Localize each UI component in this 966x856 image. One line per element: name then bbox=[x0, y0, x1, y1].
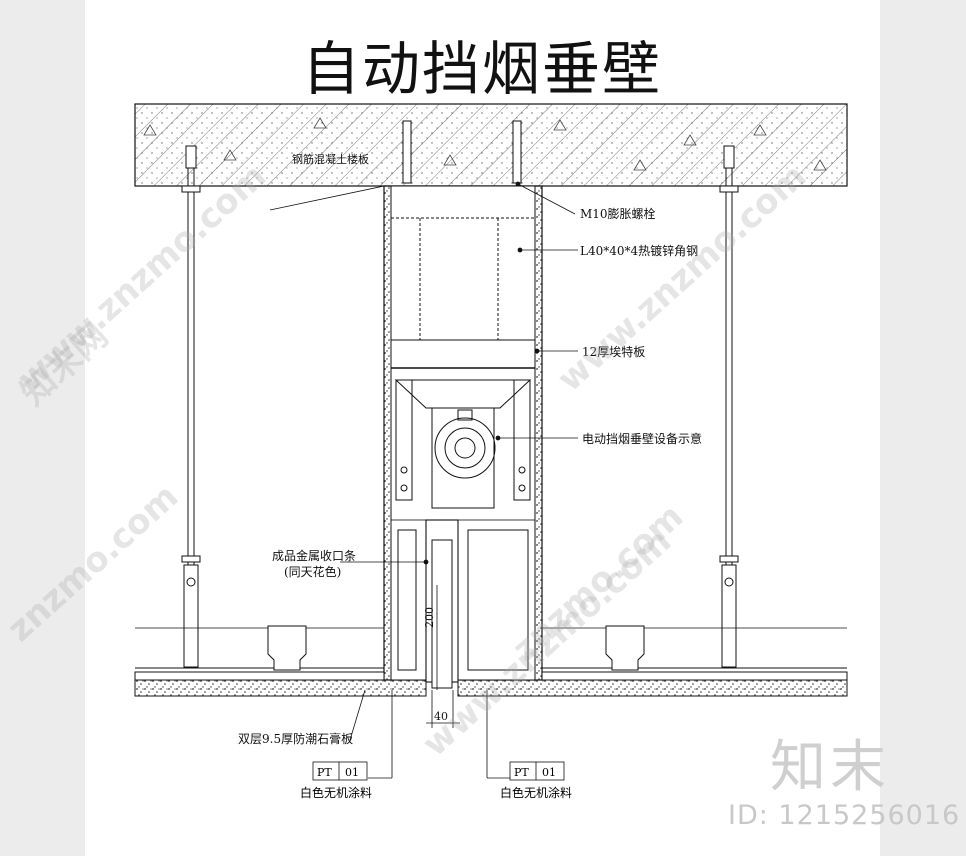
motor-device bbox=[394, 379, 532, 509]
label-board: 12厚埃特板 bbox=[582, 344, 645, 359]
label-angle-steel: L40*40*4热镀锌角钢 bbox=[580, 244, 698, 258]
tag-code: PT bbox=[514, 766, 529, 779]
dim-40: 40 bbox=[434, 710, 448, 723]
leader-lines bbox=[269, 181, 578, 779]
curtain-box bbox=[383, 185, 543, 689]
tag-code: PT bbox=[317, 766, 332, 779]
tag-num: 01 bbox=[345, 766, 359, 779]
material-tag-1: PT 01 白色无机涂料 bbox=[300, 761, 372, 800]
label-bolt: M10膨胀螺栓 bbox=[580, 206, 656, 221]
label-trim-note: (同天花色) bbox=[284, 564, 341, 579]
image-id: ID: 1215256016 bbox=[728, 800, 961, 831]
label-device: 电动挡烟垂壁设备示意 bbox=[582, 431, 702, 446]
ceiling-board bbox=[134, 625, 848, 697]
label-trim: 成品金属收口条 bbox=[272, 548, 356, 563]
drawing-title: 自动挡烟垂壁 bbox=[302, 35, 663, 103]
label-slab: 钢筋混凝土楼板 bbox=[292, 152, 369, 166]
dimension-lines bbox=[426, 585, 460, 728]
right-hanger bbox=[719, 145, 739, 668]
left-hanger bbox=[181, 145, 201, 668]
brand-watermark: 知末 bbox=[770, 735, 890, 800]
material-tag-2: PT 01 白色无机涂料 bbox=[500, 761, 572, 800]
concrete-slab bbox=[134, 103, 848, 187]
tag-desc: 白色无机涂料 bbox=[500, 785, 572, 800]
label-gypsum: 双层9.5厚防潮石膏板 bbox=[238, 731, 353, 746]
hanger-rods bbox=[181, 120, 739, 668]
tag-desc: 白色无机涂料 bbox=[300, 785, 372, 800]
tag-num: 01 bbox=[542, 766, 556, 779]
dim-200: 200 bbox=[423, 607, 436, 628]
